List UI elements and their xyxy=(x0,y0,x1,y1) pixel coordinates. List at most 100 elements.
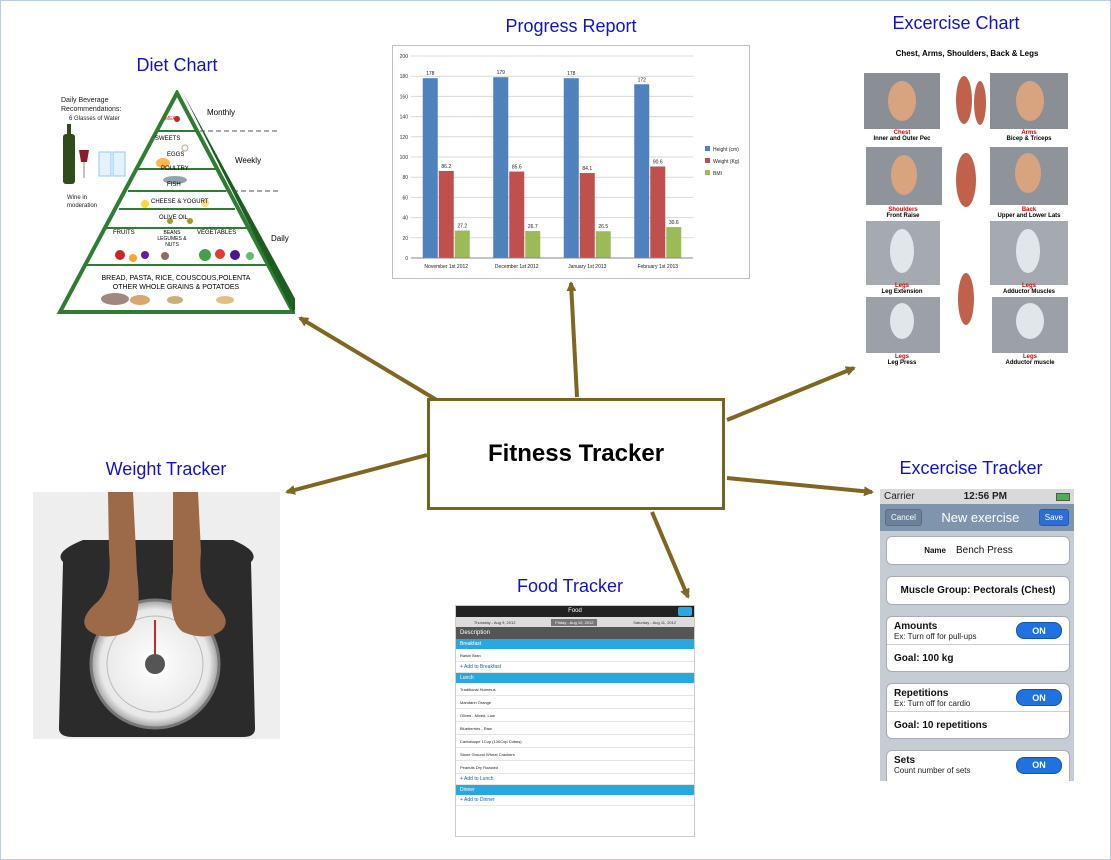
bar xyxy=(438,170,454,258)
central-node: Fitness Tracker xyxy=(427,398,725,510)
sets-label: Sets xyxy=(894,755,916,766)
bar xyxy=(493,77,509,259)
food-description-header: Description xyxy=(456,627,694,639)
food-row[interactable]: Mandarin Orange xyxy=(456,696,694,709)
day-tab-3[interactable]: Saturday - Aug 11, 2012 xyxy=(633,619,677,625)
arrow-to-excercise-chart xyxy=(726,366,856,422)
food-row[interactable]: Cantaloupe 1Cup (130Cup Cubes) xyxy=(456,735,694,748)
freq-monthly: Monthly xyxy=(207,108,236,117)
tier-fruits: FRUITS xyxy=(113,230,135,236)
tier-eggs: EGGS xyxy=(167,152,185,158)
label-excercise-chart: Excercise Chart xyxy=(892,13,1020,33)
tier-vegetables: VEGETABLES xyxy=(197,230,237,236)
day-tab-2[interactable]: Friday - Aug 10, 2012 xyxy=(551,618,598,626)
bar xyxy=(563,78,579,258)
food-title: Food xyxy=(568,608,582,614)
bar xyxy=(525,231,541,258)
data-label: 26.5 xyxy=(598,224,608,230)
ios-nav-bar: Cancel New exercise Save xyxy=(880,504,1074,531)
x-tick-label: December 1st 2012 xyxy=(495,264,539,270)
sets-toggle[interactable]: ON xyxy=(1016,756,1062,774)
nav-title: New exercise xyxy=(941,510,1020,525)
data-label: 90.6 xyxy=(653,159,663,165)
food-day-tabs[interactable]: Thursday - Aug 9, 2012 Friday - Aug 10, … xyxy=(456,617,694,627)
name-value: Bench Press xyxy=(956,545,1013,556)
legend-label: BMI xyxy=(713,171,722,177)
repetitions-label: Repetitions xyxy=(894,687,949,699)
muscle-group-field[interactable]: Muscle Group: Pectorals (Chest) xyxy=(886,576,1070,605)
tier-fish: FISH xyxy=(167,182,181,188)
section-dinner[interactable]: Dinner xyxy=(456,785,694,795)
food-title-bar: Food xyxy=(456,606,694,617)
legend-label: Height (cm) xyxy=(713,147,739,153)
arrow-to-diet-chart xyxy=(298,316,442,404)
diet-pyramid: Daily Beverage Recommendations: 6 Glasse… xyxy=(55,90,295,315)
save-button[interactable]: Save xyxy=(1038,509,1069,526)
tier-meat: MEAT xyxy=(165,116,179,122)
bar xyxy=(666,227,682,258)
amounts-label: Amounts xyxy=(894,620,938,632)
label-weight-tracker: Weight Tracker xyxy=(105,459,227,479)
name-field[interactable]: Name Bench Press xyxy=(886,536,1070,565)
tier-grains-1: BREAD, PASTA, RICE, COUSCOUS,POLENTA xyxy=(101,275,251,282)
y-tick-label: 40 xyxy=(402,216,408,222)
y-tick-label: 80 xyxy=(402,175,408,181)
data-label: 178 xyxy=(567,71,576,77)
sets-sub: Count number of sets xyxy=(894,766,971,775)
food-row[interactable]: Peanuts Dry Roasted xyxy=(456,761,694,774)
y-tick-label: 20 xyxy=(402,236,408,242)
label-diet-chart: Diet Chart xyxy=(136,55,218,75)
data-label: 178 xyxy=(426,71,435,77)
amounts-toggle[interactable]: ON xyxy=(1016,622,1062,639)
amounts-sub: Ex: Turn off for pull-ups xyxy=(894,631,977,641)
food-row[interactable]: Raisin Bran xyxy=(456,649,694,662)
food-row[interactable]: Stone Ground Wheat Crackers xyxy=(456,748,694,761)
data-label: 85.6 xyxy=(512,165,522,171)
data-label: 172 xyxy=(638,77,647,83)
arrow-to-food-tracker xyxy=(650,511,690,599)
goal-reps[interactable]: Goal: 10 repetitions xyxy=(894,719,988,731)
legend-swatch xyxy=(705,146,710,151)
day-tab-1[interactable]: Thursday - Aug 9, 2012 xyxy=(473,619,516,625)
goal-amount[interactable]: Goal: 100 kg xyxy=(894,652,954,664)
repetitions-toggle[interactable]: ON xyxy=(1016,689,1062,706)
cancel-button[interactable]: Cancel xyxy=(885,509,922,526)
data-label: 84.1 xyxy=(582,166,592,172)
diet-water-text: 6 Glasses of Water xyxy=(69,116,120,122)
excercise-chart-panel: Chest, Arms, Shoulders, Back & Legs Ches… xyxy=(862,45,1072,366)
clock-text: 12:56 PM xyxy=(963,491,1007,502)
food-add-button[interactable] xyxy=(678,607,692,616)
add-lunch-link[interactable]: + Add to Lunch xyxy=(456,774,694,785)
data-label: 26.7 xyxy=(528,224,538,230)
food-row[interactable]: Olives - Mixed, Low xyxy=(456,709,694,722)
y-tick-label: 100 xyxy=(400,155,409,161)
add-dinner-link[interactable]: + Add to Dinner xyxy=(456,795,694,806)
food-row[interactable]: Blueberries - Raw xyxy=(456,722,694,735)
freq-daily: Daily xyxy=(271,234,289,243)
bar xyxy=(650,166,666,258)
food-row[interactable]: Traditional Hummus xyxy=(456,683,694,696)
y-tick-label: 0 xyxy=(405,256,408,262)
tier-grains-2: OTHER WHOLE GRAINS & POTATOES xyxy=(112,284,240,291)
excercise-tracker-screen: Carrier 12:56 PM Cancel New exercise Sav… xyxy=(880,489,1074,781)
section-breakfast[interactable]: Breakfast xyxy=(456,639,694,649)
section-lunch[interactable]: Lunch xyxy=(456,673,694,683)
ios-status-bar: Carrier 12:56 PM xyxy=(880,489,1074,504)
arrow-to-weight-tracker xyxy=(285,453,428,495)
legend-swatch xyxy=(705,158,710,163)
data-label: 179 xyxy=(497,70,506,76)
tier-beans: BEANS LEGUMES & NUTS xyxy=(157,230,187,248)
tier-poultry: POULTRY xyxy=(161,166,189,172)
add-breakfast-link[interactable]: + Add to Breakfast xyxy=(456,662,694,673)
tier-sweets: SWEETS xyxy=(155,136,181,142)
